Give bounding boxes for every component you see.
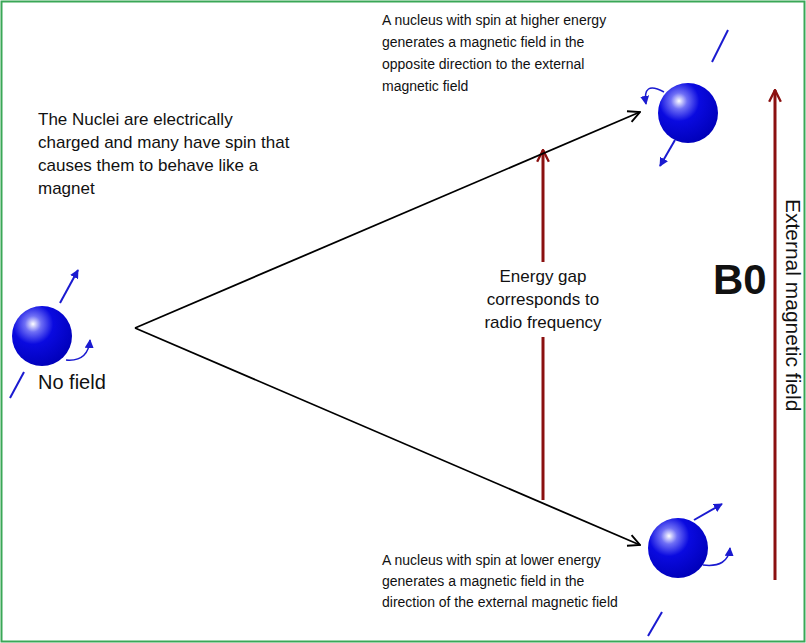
field-label: External magnetic field (780, 175, 806, 435)
state-caption: A nucleus with spin at lower energy gene… (382, 550, 629, 613)
spin-curl (645, 88, 664, 104)
intro-note: The Nuclei are electrically charged and … (38, 108, 293, 200)
spin-axis (660, 140, 675, 166)
spin-axis (60, 270, 78, 303)
nucleus-state: A nucleus with spin at higher energy gen… (640, 75, 730, 165)
field-symbol: B0 (713, 254, 767, 307)
state-caption: A nucleus with spin at higher energy gen… (382, 9, 632, 97)
spin-curl (66, 340, 90, 360)
nucleus-sphere (648, 518, 708, 578)
transition-arrow (135, 328, 640, 545)
state-label: No field (38, 370, 133, 394)
nucleus-sphere (12, 306, 72, 366)
field-arrow (774, 90, 777, 580)
spin-axis (648, 612, 662, 636)
nucleus-sphere (658, 83, 718, 143)
spin-curl (703, 548, 730, 565)
spin-axis (10, 372, 24, 398)
spin-axis (712, 30, 728, 62)
spin-axis (694, 504, 722, 520)
nucleus-state: No field (0, 290, 135, 400)
energy-gap-label: Energy gap corresponds to radio frequenc… (475, 262, 611, 337)
nucleus-state: A nucleus with spin at lower energy gene… (640, 500, 735, 600)
